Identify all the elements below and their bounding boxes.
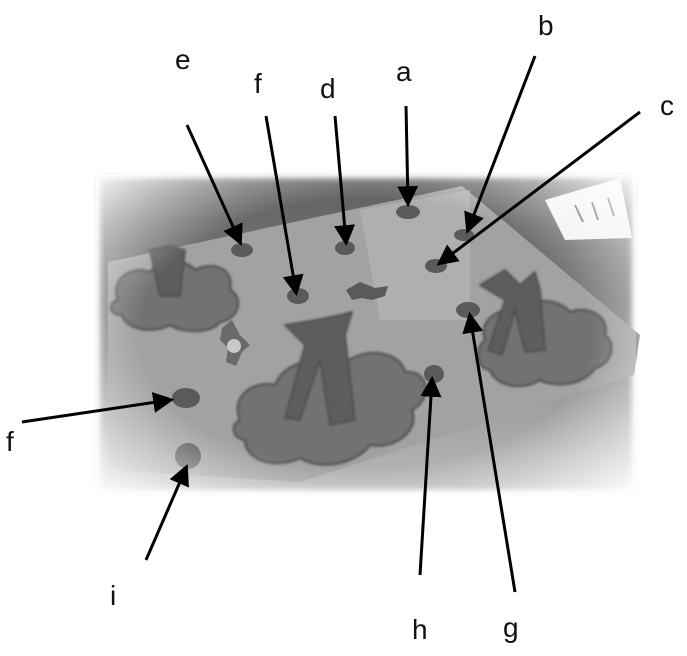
label-i: i: [110, 580, 117, 611]
arrow-i: [144, 464, 189, 561]
label-g: g: [503, 612, 519, 643]
arrow-e: [185, 124, 243, 246]
arrow-b: [464, 55, 537, 234]
photograph: [96, 174, 640, 494]
label-f-top: f: [254, 68, 262, 99]
arrow-a: [397, 105, 419, 208]
arrow-f-top: [264, 115, 304, 297]
arrow-f-left: [21, 392, 175, 424]
photo-vignette: [96, 174, 636, 494]
label-d: d: [320, 73, 336, 104]
label-e: e: [175, 44, 191, 75]
label-a: a: [396, 56, 412, 87]
label-h: h: [412, 614, 428, 645]
arrow-d: [333, 115, 355, 247]
label-c: c: [660, 90, 674, 121]
arrows: [21, 55, 641, 593]
label-f-left: f: [6, 426, 14, 457]
label-b: b: [538, 10, 554, 41]
arrow-c: [436, 110, 641, 266]
arrow-g: [462, 311, 517, 593]
arrow-h: [418, 375, 442, 576]
